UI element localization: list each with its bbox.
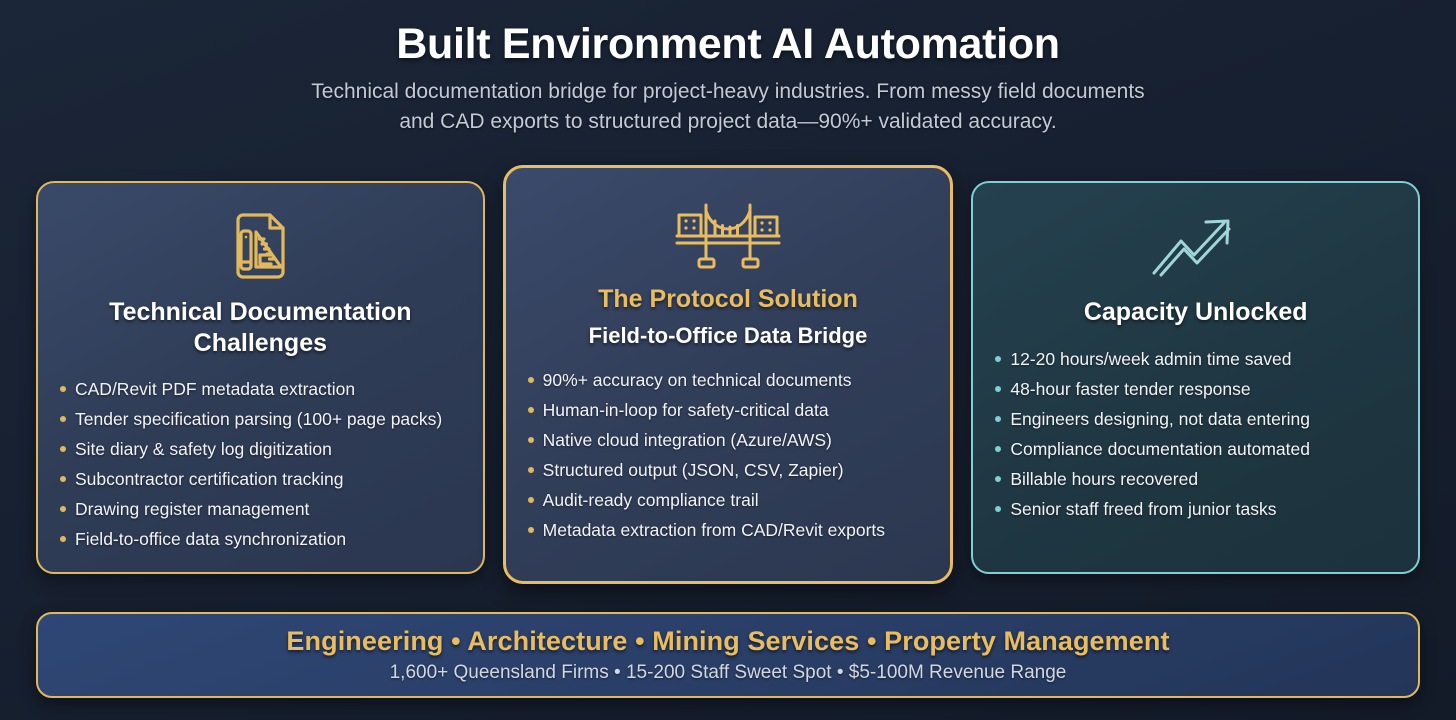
solution-bullet-list: 90%+ accuracy on technical documents Hum… [526, 365, 931, 546]
list-item: Tender specification parsing (100+ page … [58, 404, 463, 434]
subtitle-line-1: Technical documentation bridge for proje… [311, 80, 1145, 104]
card-heading: Technical Documentation Challenges [109, 298, 412, 357]
list-item: 90%+ accuracy on technical documents [526, 365, 931, 395]
cards-row: Technical Documentation Challenges CAD/R… [36, 165, 1421, 585]
card-subheading: Field-to-Office Data Bridge [588, 323, 868, 348]
banner-industries-text: Engineering • Architecture • Mining Serv… [286, 626, 1170, 656]
list-item: Subcontractor certification tracking [58, 464, 463, 494]
card-technical-documentation-challenges: Technical Documentation Challenges CAD/R… [36, 181, 485, 574]
subtitle-line-2: and CAD exports to structured project da… [399, 109, 1057, 133]
card-capacity-unlocked: Capacity Unlocked 12-20 hours/week admin… [971, 181, 1421, 574]
trending-up-arrow-icon [993, 209, 1398, 283]
capacity-bullet-list: 12-20 hours/week admin time saved 48-hou… [993, 344, 1398, 525]
list-item: Drawing register management [58, 494, 463, 524]
list-item: 48-hour faster tender response [993, 374, 1398, 404]
list-item: Billable hours recovered [993, 464, 1398, 494]
industries-banner: Engineering • Architecture • Mining Serv… [36, 612, 1420, 698]
list-item: Native cloud integration (Azure/AWS) [526, 425, 931, 455]
list-item: 12-20 hours/week admin time saved [993, 344, 1398, 374]
page-title: Built Environment AI Automation [396, 20, 1060, 68]
list-item: Human-in-loop for safety-critical data [526, 395, 931, 425]
list-item: Site diary & safety log digitization [58, 434, 463, 464]
list-item: Field-to-office data synchronization [58, 524, 463, 554]
card-heading-gold: The Protocol Solution [598, 285, 858, 313]
header: Built Environment AI Automation Technica… [0, 0, 1456, 137]
card-protocol-solution: The Protocol Solution Field-to-Office Da… [502, 165, 954, 584]
document-ruler-icon [58, 209, 463, 283]
page-subtitle: Technical documentation bridge for proje… [0, 77, 1456, 137]
challenges-bullet-list: CAD/Revit PDF metadata extraction Tender… [58, 374, 463, 555]
list-item: Structured output (JSON, CSV, Zapier) [526, 455, 931, 485]
list-item: Metadata extraction from CAD/Revit expor… [526, 515, 931, 545]
banner-stats-text: 1,600+ Queensland Firms • 15-200 Staff S… [389, 662, 1067, 683]
list-item: Senior staff freed from junior tasks [993, 494, 1398, 524]
list-item: Engineers designing, not data entering [993, 404, 1398, 434]
card-heading: Capacity Unlocked [1083, 298, 1308, 326]
list-item: CAD/Revit PDF metadata extraction [58, 374, 463, 404]
bridge-icon [526, 198, 931, 272]
list-item: Audit-ready compliance trail [526, 485, 931, 515]
list-item: Compliance documentation automated [993, 434, 1398, 464]
